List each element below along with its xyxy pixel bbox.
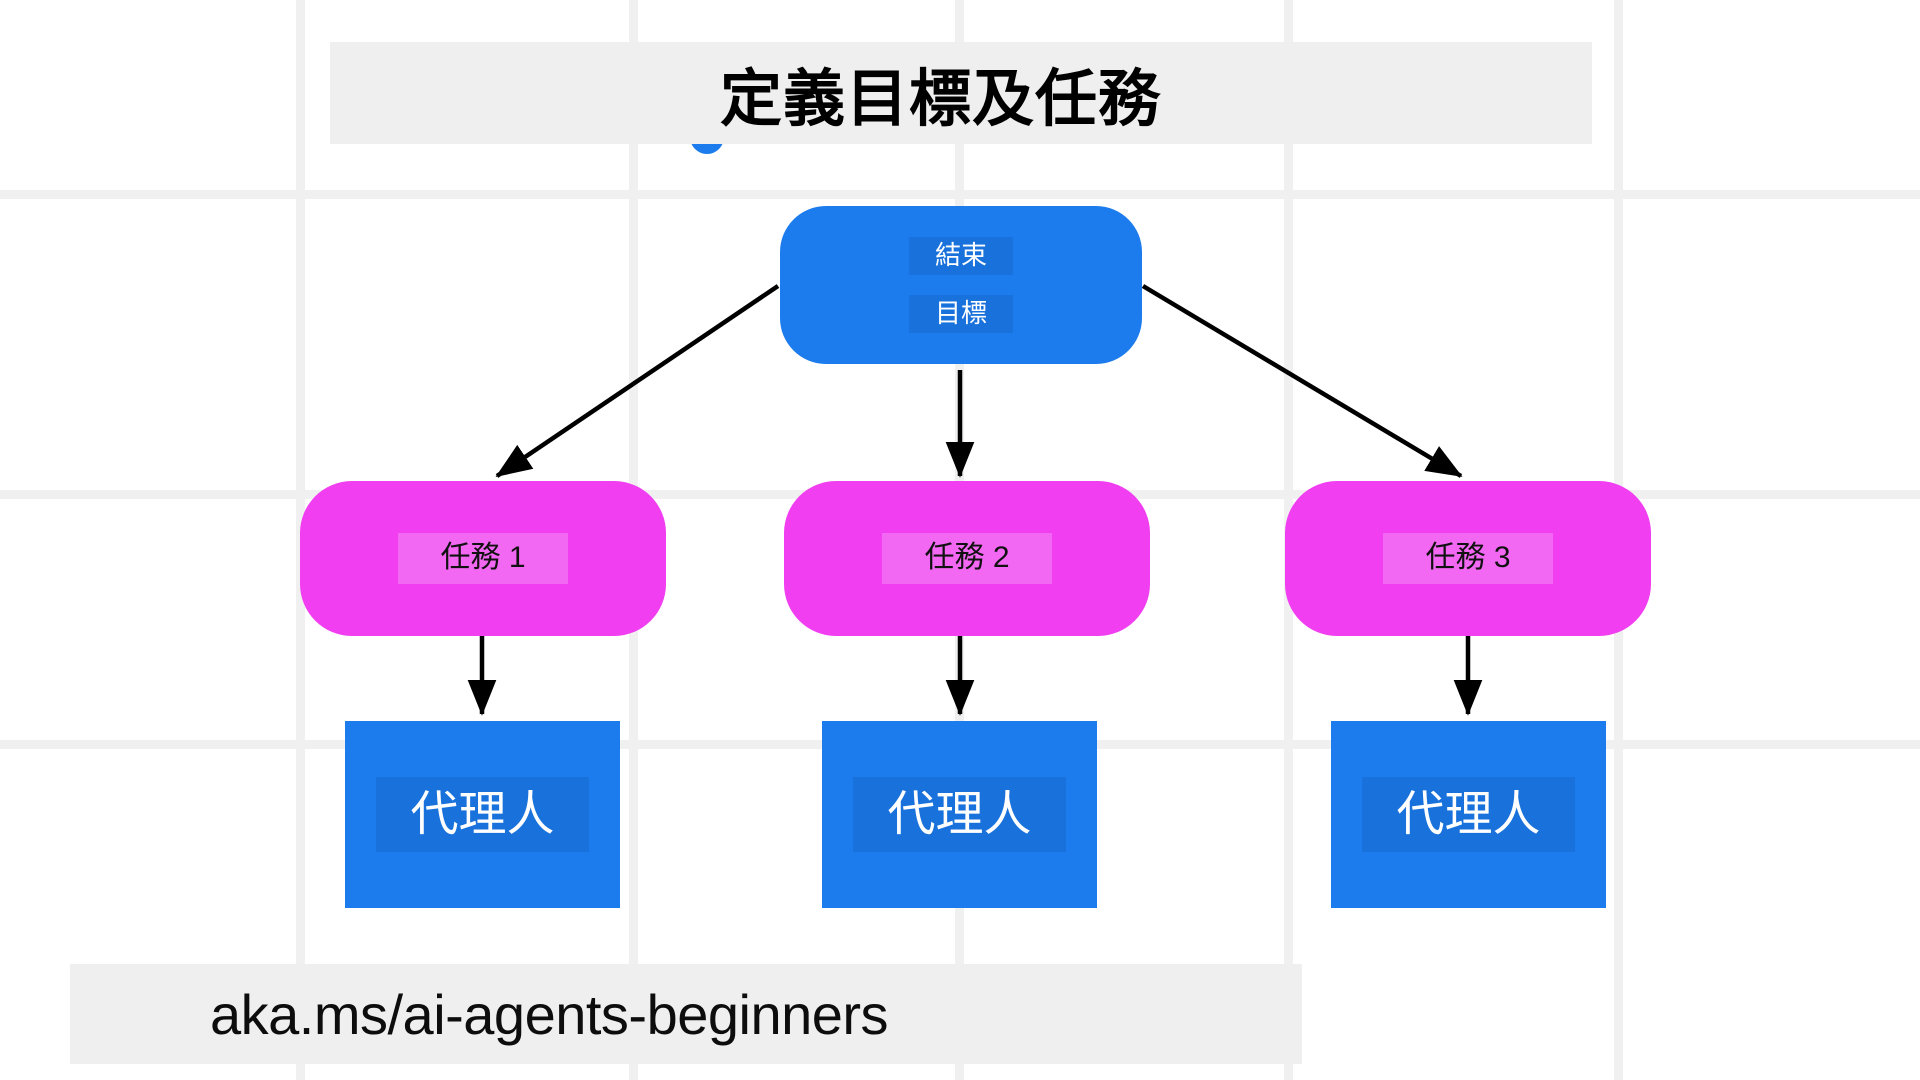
node-agent-1-label: 代理人: [376, 776, 589, 853]
node-agent-3-label: 代理人: [1362, 776, 1575, 853]
node-agent-3[interactable]: 代理人: [1331, 721, 1606, 908]
footer-link-text[interactable]: aka.ms/ai-agents-beginners: [210, 982, 889, 1046]
node-agent-1[interactable]: 代理人: [345, 721, 620, 908]
node-task-1[interactable]: 任務 1: [300, 481, 666, 636]
footer-banner: aka.ms/ai-agents-beginners: [70, 964, 1302, 1064]
node-task-2-label: 任務 2: [882, 533, 1052, 584]
edge-goal-to-task-1: [495, 284, 780, 478]
node-task-2[interactable]: 任務 2: [784, 481, 1150, 636]
grid-line-horizontal: [0, 190, 1920, 199]
node-goal-label-line1: 結束: [908, 237, 1013, 275]
node-task-1-label: 任務 1: [398, 533, 568, 584]
node-task-3[interactable]: 任務 3: [1285, 481, 1651, 636]
title-banner: 定義目標及任務: [330, 42, 1592, 144]
node-goal[interactable]: 結束 目標: [780, 206, 1142, 364]
node-task-3-label: 任務 3: [1383, 533, 1553, 584]
page-title: 定義目標及任務: [720, 65, 1162, 134]
node-agent-2[interactable]: 代理人: [822, 721, 1097, 908]
node-goal-label-line2: 目標: [908, 295, 1013, 333]
node-agent-2-label: 代理人: [853, 776, 1066, 853]
edge-goal-to-task-3: [1141, 284, 1463, 478]
